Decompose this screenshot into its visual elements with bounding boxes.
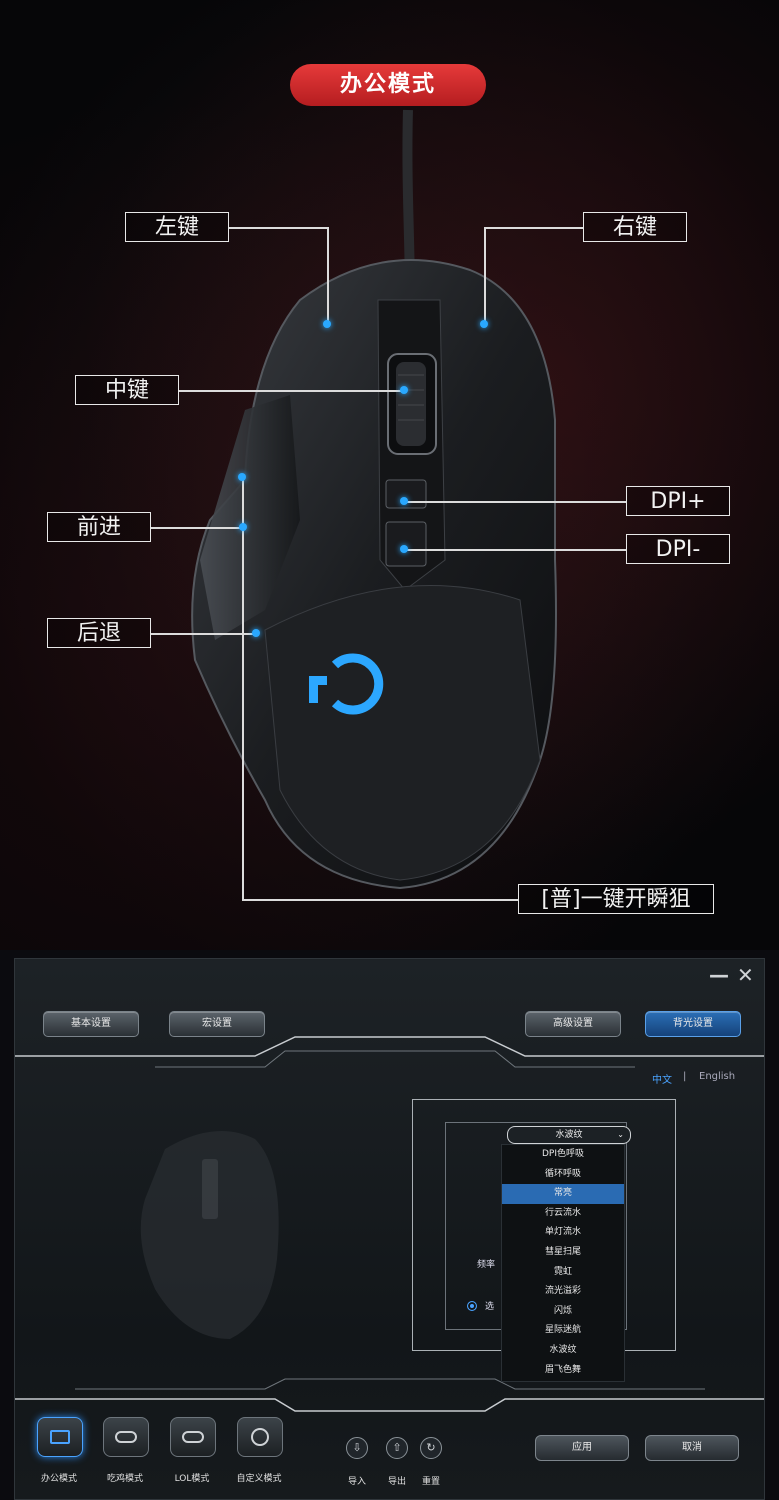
dot-sniper (238, 473, 246, 481)
dropdown-option-highlighted[interactable]: 常亮 (502, 1184, 624, 1204)
leader-sniper-v (242, 478, 244, 900)
import-label: 导入 (347, 1477, 366, 1487)
tab-advanced-settings[interactable]: 高级设置 (525, 1011, 621, 1037)
tab-basic-settings[interactable]: 基本设置 (43, 1011, 139, 1037)
dot-right-key (480, 320, 488, 328)
dropdown-option[interactable]: DPI色呼吸 (541, 1149, 584, 1159)
mode-pubg-button[interactable] (103, 1417, 149, 1457)
frequency-label: 频率 (477, 1260, 496, 1270)
lang-chinese[interactable]: 中文 (652, 1075, 672, 1086)
dot-middle-key (400, 386, 408, 394)
leader-right-key-v (484, 227, 486, 324)
frame-decoration (15, 1036, 764, 1412)
mode-custom-label: 自定义模式 (236, 1474, 282, 1484)
dropdown-option[interactable]: 循环呼吸 (544, 1168, 581, 1179)
callout-dpi-down: DPI- (626, 534, 730, 564)
dropdown-option[interactable]: 水波纹 (549, 1344, 577, 1355)
mode-pubg-label: 吃鸡模式 (106, 1474, 143, 1484)
effect-dropdown-list: DPI色呼吸 循环呼吸 常亮 行云流水 单灯流水 彗星扫尾 霓虹 流光溢彩 闪烁… (501, 1144, 625, 1382)
callout-left-key: 左键 (125, 212, 229, 242)
callout-dpi-up: DPI+ (626, 486, 730, 516)
dropdown-option[interactable]: 彗星扫尾 (544, 1246, 581, 1257)
callout-forward: 前进 (47, 512, 151, 542)
callout-middle-key: 中键 (75, 375, 179, 405)
reset-label: 重置 (421, 1477, 440, 1487)
leader-left-key (229, 227, 329, 229)
lang-separator: | (683, 1071, 687, 1082)
dot-dpi-down (400, 545, 408, 553)
gamepad-icon (182, 1431, 204, 1443)
dropdown-option[interactable]: 闪烁 (553, 1305, 572, 1316)
briefcase-icon (50, 1430, 70, 1444)
callout-back: 后退 (47, 618, 151, 648)
radio-button[interactable] (467, 1301, 477, 1311)
dropdown-option[interactable]: 霓虹 (553, 1266, 572, 1277)
lang-english[interactable]: English (699, 1071, 736, 1082)
leader-sniper-h (242, 899, 518, 901)
cancel-button[interactable]: 取消 (645, 1435, 739, 1461)
radio-label: 选 (485, 1302, 495, 1312)
dropdown-option[interactable]: 单灯流水 (544, 1227, 581, 1238)
close-button[interactable]: ✕ (737, 963, 754, 987)
leader-left-key-v (327, 227, 329, 324)
dropdown-option[interactable]: 星际迷航 (544, 1325, 581, 1336)
dropdown-option[interactable]: 行云流水 (544, 1207, 581, 1218)
gamepad-icon (115, 1431, 137, 1443)
tab-macro-settings[interactable]: 宏设置 (169, 1011, 265, 1037)
mode-title-pill: 办公模式 (290, 64, 486, 106)
leader-middle-key (179, 390, 404, 392)
reset-icon[interactable]: ↻ (420, 1437, 442, 1459)
mouse-illustration (191, 109, 557, 890)
minimize-button[interactable]: — (709, 963, 729, 987)
import-icon[interactable]: ⇩ (346, 1437, 368, 1459)
leader-right-key (485, 227, 583, 229)
leader-forward (151, 527, 243, 529)
chevron-down-icon: ⌄ (617, 1130, 624, 1139)
leader-dpi-up (404, 501, 626, 503)
leader-back (151, 633, 256, 635)
apply-button[interactable]: 应用 (535, 1435, 629, 1461)
mode-office-button[interactable] (37, 1417, 83, 1457)
mode-lol-label: LOL模式 (174, 1474, 210, 1484)
dot-forward (239, 523, 247, 531)
driver-software-window: — ✕ 基本设置 宏设置 高级设置 背光设置 中文 | English 频率 选… (14, 958, 765, 1500)
leader-dpi-down (404, 549, 626, 551)
callout-sniper: [普]一键开瞬狙 (518, 884, 714, 914)
export-icon[interactable]: ⇧ (386, 1437, 408, 1459)
dropdown-option[interactable]: 流光溢彩 (544, 1286, 581, 1297)
tab-lighting-settings[interactable]: 背光设置 (645, 1011, 741, 1037)
dot-left-key (323, 320, 331, 328)
dot-back (252, 629, 260, 637)
export-label: 导出 (387, 1477, 406, 1487)
product-hero: 办公模式 左键 右键 中键 前进 后退 DPI+ DPI- [普]一键开瞬狙 (0, 0, 779, 950)
mode-lol-button[interactable] (170, 1417, 216, 1457)
effect-select[interactable]: 水波纹 ⌄ (507, 1126, 631, 1144)
dot-dpi-up (400, 497, 408, 505)
dropdown-option[interactable]: 眉飞色舞 (544, 1364, 581, 1375)
effect-select-value: 水波纹 (555, 1130, 583, 1140)
mode-custom-button[interactable] (237, 1417, 283, 1457)
mode-office-label: 办公模式 (40, 1474, 77, 1484)
play-circle-icon (251, 1428, 269, 1446)
callout-right-key: 右键 (583, 212, 687, 242)
